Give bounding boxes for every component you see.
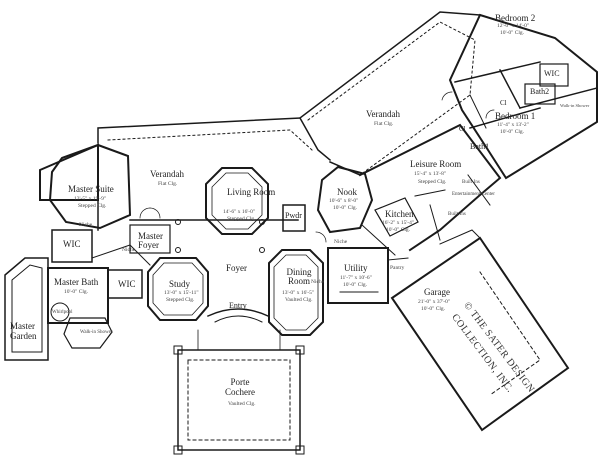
- kitchen-label: Kitchen: [385, 209, 414, 219]
- verandah-right-dim: Flat Clg.: [374, 121, 394, 127]
- dining-room-label: Dining Room: [286, 267, 312, 287]
- leisure-room-outline: [358, 123, 502, 252]
- study-octagon: [147, 257, 209, 321]
- study-dim2: Stepped Clg.: [166, 297, 195, 303]
- study-label: Study: [169, 279, 191, 289]
- master-suite-octagon: [48, 143, 132, 230]
- entry-arc: [207, 308, 269, 317]
- bath2-box: [524, 83, 556, 105]
- garage-dim2: 10'-0" Clg.: [421, 306, 446, 312]
- wic-master2-box: [107, 269, 143, 299]
- master-suite-dim2: Stepped Clg.: [78, 203, 107, 209]
- kitchen-island: [374, 197, 419, 237]
- built-ins-1-label: Built-Ins: [462, 180, 480, 185]
- walkin-shower-upper-label: Walk-in Shower: [560, 103, 590, 108]
- bedroom2-dim2: 10'-0" Clg.: [500, 30, 525, 36]
- cl-lower-label: Cl: [459, 125, 466, 133]
- bedroom-wing-outline: [448, 13, 598, 180]
- bedroom2-dim1: 12'-0" x 14'-0": [497, 23, 530, 29]
- whirlpool-label: Whirlpool: [52, 310, 73, 315]
- entertainment-center-label: Entertainment Center: [452, 192, 495, 197]
- wic-upper-box: [539, 63, 569, 87]
- wic-master2-label: WIC: [118, 279, 136, 289]
- niche-2-label: Niche: [122, 247, 136, 253]
- pwdr-label: Pwdr: [285, 211, 302, 220]
- porte-cochere-outline: [177, 349, 301, 451]
- bedroom1-label: Bedroom 1: [495, 111, 536, 121]
- niche-1-label: Niche: [79, 222, 93, 228]
- master-bath-label: Master Bath: [54, 277, 99, 287]
- master-foyer-label: Master Foyer: [138, 231, 163, 251]
- dining-room-dim1: 13'-0" x 16'-5": [282, 290, 315, 296]
- master-bath-dim: 10'-0" Clg.: [64, 289, 89, 295]
- bath2-label: Bath2: [530, 87, 550, 96]
- porte-cochere-label: Porte Cochere: [225, 377, 255, 397]
- niche-4-label: Niche: [311, 279, 325, 285]
- bedroom1-dim1: 11'-4" x 13'-2": [497, 122, 529, 128]
- verandah-right-outline: [298, 11, 481, 162]
- wic-upper-label: WIC: [544, 69, 560, 78]
- verandah-left-outline: [97, 117, 301, 144]
- nook-label: Nook: [337, 187, 357, 197]
- whirlpool-tub: [50, 302, 70, 322]
- verandah-right-label: Verandah: [366, 109, 400, 119]
- verandah-left-dim: Flat Clg.: [158, 181, 178, 187]
- cl-upper-label: Cl: [500, 99, 507, 107]
- living-room-dim2: Stepped Clg.: [227, 216, 256, 222]
- entry-label: Entry: [229, 301, 247, 310]
- bedroom1-dim2: 10'-0" Clg.: [500, 129, 525, 135]
- leisure-room-label: Leisure Room: [410, 159, 462, 169]
- study-dim1: 13'-0" x 15'-11": [164, 290, 199, 296]
- garage-outline: [390, 236, 570, 432]
- utility-dim2: 10'-0" Clg.: [343, 282, 368, 288]
- utility-dim1: 11'-7" x 10'-6": [340, 275, 372, 281]
- nook-outline: [316, 165, 374, 234]
- verandah-left-label: Verandah: [150, 169, 184, 179]
- pwdr-box: [282, 204, 306, 232]
- garage-dim1: 21'-0" x 37'-0": [418, 299, 451, 305]
- leisure-room-dim1: 15'-4" x 13'-8": [414, 171, 447, 177]
- master-garden-wall: [4, 257, 49, 361]
- garage-label: Garage: [424, 287, 450, 297]
- bath1-label: Bath1: [470, 142, 490, 151]
- dining-room-dim2: Vaulted Clg.: [285, 297, 313, 303]
- utility-box: [327, 247, 389, 304]
- walkin-shower-master-box: [63, 317, 113, 349]
- living-room-label: Living Room: [227, 187, 276, 197]
- dining-room-octagon: [268, 249, 324, 336]
- kitchen-dim2: 10'-0" Clg.: [386, 227, 411, 233]
- utility-label: Utility: [344, 263, 368, 273]
- wic-master-label: WIC: [63, 239, 81, 249]
- nook-dim1: 10'-6" x 8'-0": [329, 198, 359, 204]
- living-room-dim1: 14'-6" x 16'-0": [223, 209, 256, 215]
- living-room-octagon: [205, 167, 269, 235]
- porte-cochere-dim: Vaulted Clg.: [228, 401, 256, 407]
- niche-3-label: Niche: [334, 239, 348, 245]
- foyer-label: Foyer: [226, 263, 247, 273]
- master-suite-dim1: 13'-5" x 19'-9": [74, 196, 107, 202]
- built-ins-2-label: Built-Ins: [448, 212, 466, 217]
- nook-dim2: 10'-0" Clg.: [333, 205, 358, 211]
- leisure-room-dim2: Stepped Clg.: [418, 179, 447, 185]
- wic-master-box: [51, 229, 93, 263]
- master-suite-label: Master Suite: [68, 184, 114, 194]
- master-foyer-box: [129, 224, 171, 254]
- walkin-shower-master-label: Walk-in Shower: [80, 330, 113, 335]
- kitchen-dim1: 16'-2" x 15'-4": [382, 220, 415, 226]
- pantry-label: Pantry: [390, 265, 405, 271]
- bedroom2-label: Bedroom 2: [495, 13, 536, 23]
- master-garden-label: Master Garden: [10, 321, 37, 341]
